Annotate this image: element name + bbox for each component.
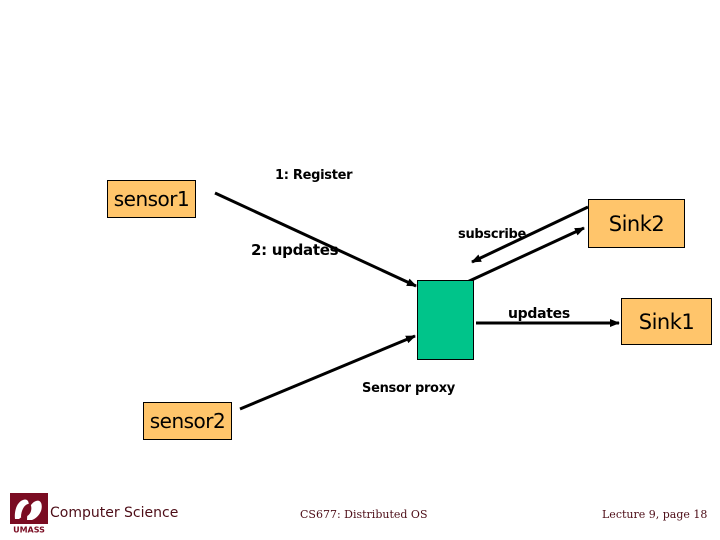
svg-text:UMASS: UMASS [13, 526, 45, 535]
arrow-sensor2-to-proxy [239, 334, 416, 411]
node-sensor-proxy[interactable] [417, 280, 474, 360]
label-register: 1: Register [275, 168, 353, 183]
footer-lecture-page: Lecture 9, page 18 [602, 508, 708, 521]
label-updates: updates [508, 306, 570, 322]
label-sensor-proxy: Sensor proxy [362, 381, 455, 396]
footer-course: CS677: Distributed OS [300, 508, 428, 521]
arrow-sensor1-to-proxy [214, 191, 417, 288]
node-sensor1[interactable]: sensor1 [107, 180, 196, 218]
node-sink2[interactable]: Sink2 [588, 199, 685, 248]
label-subscribe: subscribe [458, 227, 527, 242]
node-sensor2[interactable]: sensor2 [143, 402, 232, 440]
label-updates-numbered: 2: updates [251, 241, 339, 259]
footer-department: Computer Science [50, 505, 179, 521]
slide-footer: UMASS Computer Science CS677: Distribute… [0, 493, 720, 540]
umass-logo-icon: UMASS [10, 493, 48, 535]
node-sink1[interactable]: Sink1 [621, 298, 712, 345]
